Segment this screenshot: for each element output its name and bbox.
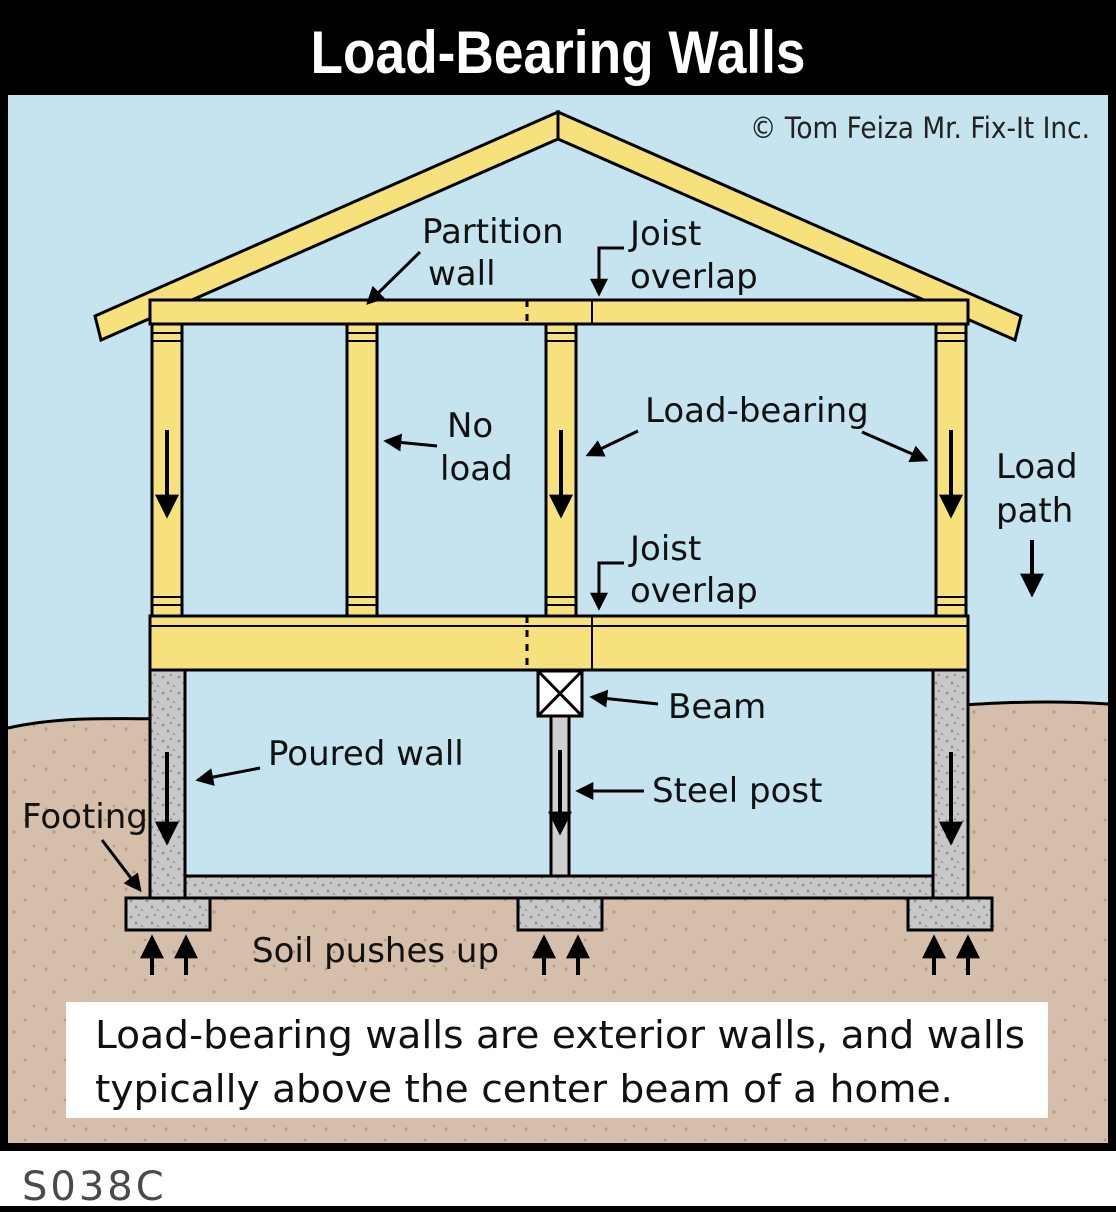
soil-up-arrows	[140, 934, 980, 975]
label-partition-wall-line1: Partition	[422, 212, 564, 252]
caption-background	[66, 1002, 1048, 1118]
label-no-load-line1: No	[447, 406, 493, 446]
label-load-path-line1: Load	[996, 447, 1078, 487]
label-no-load-line2: load	[440, 449, 513, 489]
beam-cross-section-symbol	[536, 669, 584, 718]
label-partition-wall-line2: wall	[428, 254, 496, 294]
label-steel-post-text: Steel post	[652, 771, 822, 811]
label-load-bearing-text: Load-bearing	[645, 391, 869, 431]
beam-arrow	[589, 689, 659, 708]
roof-right-slope	[556, 109, 1023, 343]
caption-box: Load-bearing walls are exterior walls, a…	[66, 1002, 1048, 1118]
label-partition-wall: Partition wall	[366, 212, 564, 305]
footing-arrow	[100, 839, 142, 893]
joist-overlap-top-arrow	[590, 246, 624, 297]
label-joist-overlap-top-line1: Joist	[628, 214, 701, 254]
panel-title: Load-Bearing Walls	[311, 19, 806, 86]
label-joist-overlap-floor: Joist overlap	[590, 529, 758, 611]
load-bearing-arrow-left	[585, 429, 639, 457]
label-footing-text: Footing	[22, 797, 148, 837]
footing-right	[906, 896, 994, 932]
label-joist-overlap-floor-line1: Joist	[628, 529, 701, 569]
caption-line2: typically above the center beam of a hom…	[95, 1067, 953, 1111]
no-load-arrow	[383, 433, 438, 452]
label-joist-overlap-top: Joist overlap	[590, 214, 758, 297]
ceiling-joist-band	[148, 298, 970, 326]
label-load-path-line2: path	[996, 491, 1073, 531]
footing-center	[516, 896, 604, 932]
label-beam-text: Beam	[668, 687, 766, 727]
figure-code: S038C	[22, 1164, 167, 1210]
label-poured-wall: Poured wall	[195, 734, 464, 786]
joist-overlap-floor-arrow	[590, 561, 624, 611]
basement-floor-slab	[183, 874, 935, 900]
label-steel-post: Steel post	[575, 771, 822, 811]
wall-plate-lines	[152, 332, 966, 606]
label-no-load: No load	[383, 406, 513, 489]
load-bearing-arrow-right	[861, 430, 929, 463]
partition-wall-arrow	[366, 250, 422, 305]
label-load-bearing: Load-bearing	[585, 391, 929, 463]
caption-line1: Load-bearing walls are exterior walls, a…	[95, 1013, 1025, 1057]
label-joist-overlap-floor-line2: overlap	[630, 571, 758, 611]
footing-left	[124, 896, 212, 932]
partition-wall-stud	[345, 322, 379, 618]
label-poured-wall-text: Poured wall	[268, 734, 464, 774]
callout-labels: Partition wall Joist overlap No load Loa…	[22, 212, 1078, 971]
label-joist-overlap-top-line2: overlap	[630, 257, 758, 297]
poured-wall-arrow	[195, 766, 261, 786]
copyright-text: © Tom Feiza Mr. Fix-It Inc.	[750, 111, 1090, 145]
floor-joist-band	[148, 614, 970, 672]
label-load-path: Load path	[996, 447, 1078, 598]
label-beam: Beam	[589, 687, 766, 727]
bottom-edge-strip	[0, 1206, 1116, 1212]
basement-structure	[124, 668, 994, 975]
label-footing: Footing	[22, 797, 148, 893]
label-soil-pushes-up: Soil pushes up	[252, 931, 499, 971]
